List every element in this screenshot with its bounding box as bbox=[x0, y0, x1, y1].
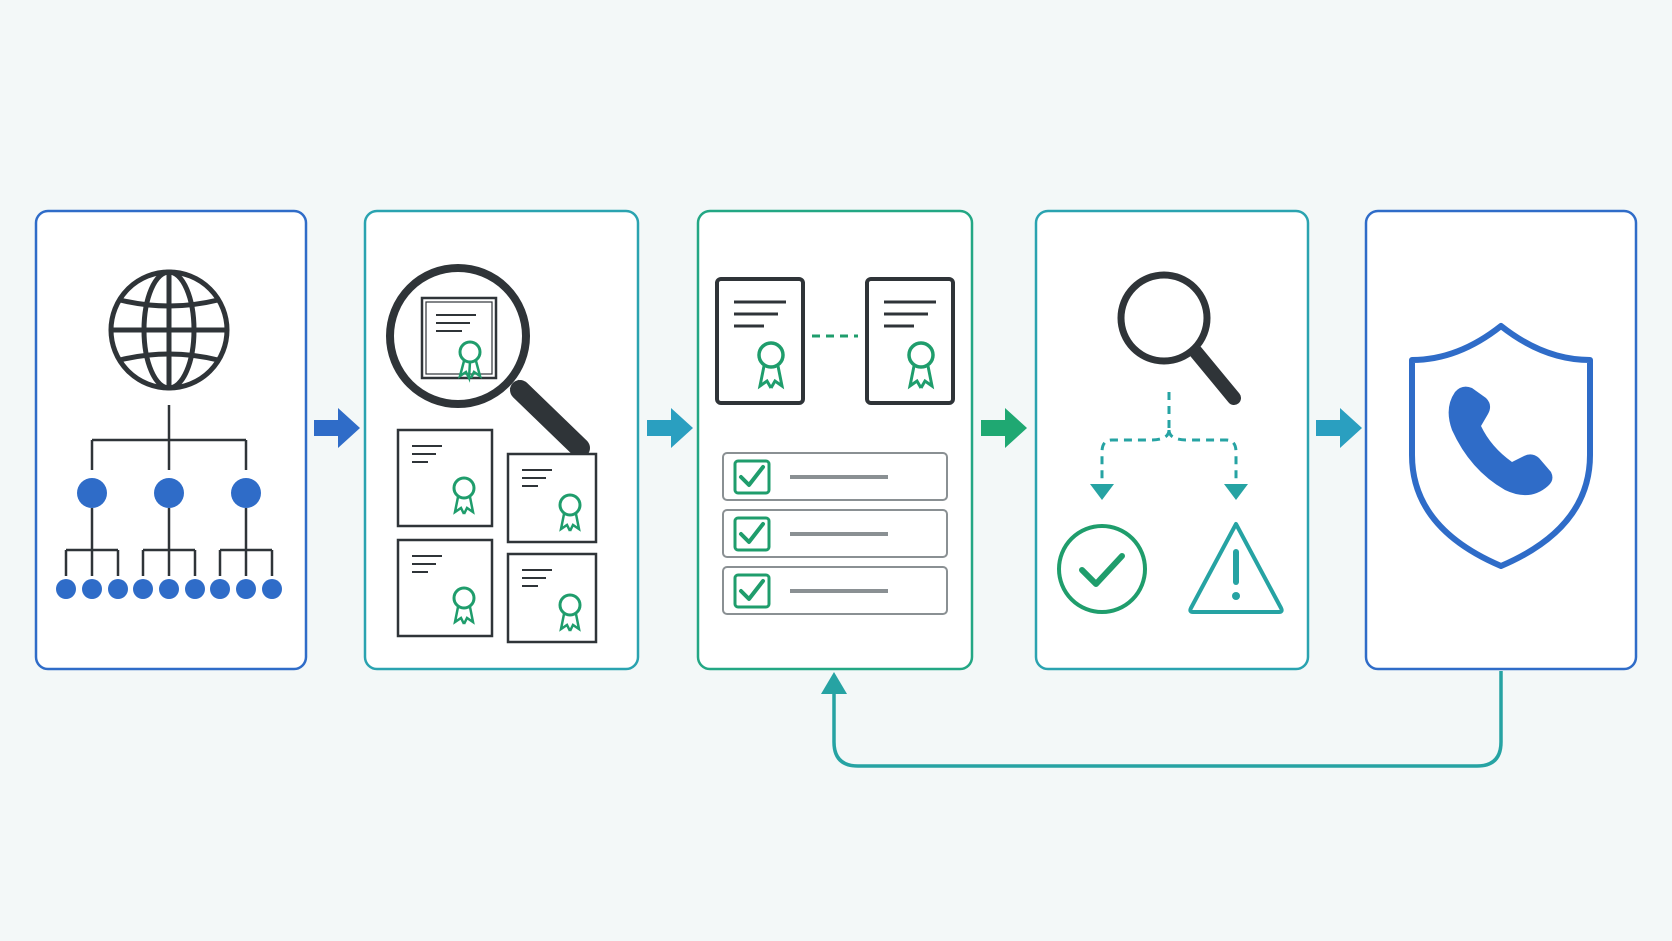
magnifier-icon bbox=[386, 264, 590, 458]
panel-web-hierarchy bbox=[34, 209, 308, 671]
arrow-right-icon bbox=[314, 408, 360, 448]
certificate-icon bbox=[715, 277, 805, 405]
checklist-icon bbox=[722, 452, 948, 615]
panel-frame bbox=[1034, 209, 1310, 671]
arrow-right-icon bbox=[981, 408, 1027, 448]
checklist-item bbox=[722, 452, 948, 501]
globe-icon bbox=[108, 269, 230, 391]
warning-icon bbox=[1188, 522, 1284, 614]
certificate-icon bbox=[506, 552, 598, 644]
certificate-stack bbox=[396, 428, 598, 644]
panel-evaluation bbox=[1034, 209, 1310, 671]
certificate-icon bbox=[396, 428, 494, 528]
hierarchy-icon bbox=[56, 405, 282, 599]
checklist-item bbox=[722, 566, 948, 615]
panel-certificate-comparison bbox=[696, 209, 974, 671]
checklist-item bbox=[722, 509, 948, 558]
shield-phone-icon bbox=[1409, 323, 1593, 569]
arrow-right-icon bbox=[1316, 408, 1362, 448]
search-icon bbox=[1117, 271, 1241, 405]
arrow-down-icon bbox=[1224, 484, 1248, 500]
arrow-down-icon bbox=[1090, 484, 1114, 500]
phone-icon bbox=[1448, 386, 1553, 496]
certificate-icon bbox=[420, 296, 498, 383]
certificate-icon bbox=[506, 452, 598, 544]
check-circle-icon bbox=[1057, 524, 1147, 614]
feedback-loop-arrow bbox=[821, 671, 1503, 768]
certificate-icon bbox=[396, 538, 494, 638]
panel-certificate-inspection bbox=[363, 209, 640, 671]
decision-branch bbox=[1100, 392, 1238, 486]
arrow-right-icon bbox=[647, 408, 693, 448]
certificate-icon bbox=[865, 277, 955, 405]
panel-protection bbox=[1364, 209, 1638, 671]
